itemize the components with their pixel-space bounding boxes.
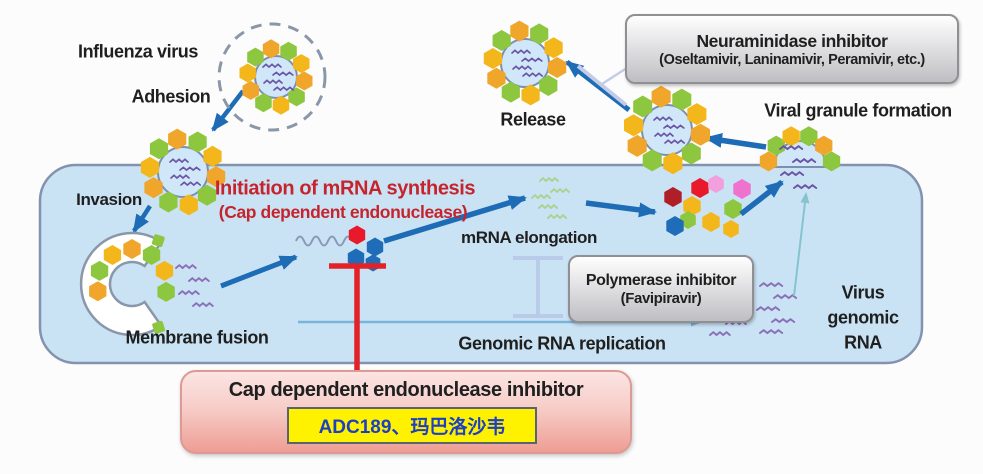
viral-protein-cluster [664,175,751,238]
arrow-release [565,60,631,112]
cap-endonuclease-inhibitor-title: Cap dependent endonuclease inhibitor [228,379,584,401]
arrow-budding-to-granule [704,132,767,150]
virus-released [483,20,567,106]
endonuclease-inhibition-tee [329,263,386,372]
mrna-cluster [531,176,570,220]
rna-cluster-genomic-a [756,282,798,335]
label-virus-genomic-rna: Virus genomic RNA [827,282,899,353]
label-mrna-elongation: mRNA elongation [461,228,597,248]
polymerase-inhibition-tee [513,256,563,318]
arrow-proteins-to-budding [739,179,784,217]
arrow-elongation-to-proteins [585,200,657,218]
arrow-invasion [132,204,152,233]
dashed-circle [217,22,327,132]
neuraminidase-inhibitor-drugs: (Oseltamivir, Laninamivir, Peramivir, et… [659,51,925,68]
virus-budding [759,126,841,190]
label-cap-dependent-endonuclease: (Cap dependent endonuclease) [218,201,468,222]
neuraminidase-inhibitor-box: Neuraminidase inhibitor (Oseltamivir, La… [625,14,959,84]
virus-invading [140,128,226,216]
arrow-initiation-to-elongation [383,195,527,244]
label-initiation-mrna-synthesis: Initiation of mRNA synthesis [214,177,476,200]
neuraminidase-inhibitor-title: Neuraminidase inhibitor [696,30,888,51]
arrow-fusion-to-polymerase [220,254,298,289]
arrow-adhesion [211,89,245,132]
polymerase-inhibitor-box: Polymerase inhibitor (Favipiravir) [568,255,754,323]
rna-cluster-fusion [175,263,214,308]
label-viral-granule-formation: Viral granule formation [764,100,952,121]
label-membrane-fusion: Membrane fusion [125,327,269,348]
virus-granule [624,85,710,175]
polymerase-inhibitor-drug: (Favipiravir) [620,289,702,307]
drug-highlight-box: ADC189、玛巴洛沙韦 [287,407,537,444]
polymerase-complex [295,225,384,272]
drug-names-text: ADC189、玛巴洛沙韦 [318,417,506,438]
label-invasion: Invasion [76,190,142,210]
virus-influenza [239,39,313,115]
label-release: Release [500,109,566,130]
label-adhesion: Adhesion [131,86,211,107]
membrane-fusion-crescent [79,231,175,337]
polymerase-inhibitor-title: Polymerase inhibitor [585,271,737,289]
label-influenza-virus: Influenza virus [77,41,199,62]
arrow-genome-to-budding [793,192,810,297]
label-genomic-rna-replication: Genomic RNA replication [458,333,666,354]
